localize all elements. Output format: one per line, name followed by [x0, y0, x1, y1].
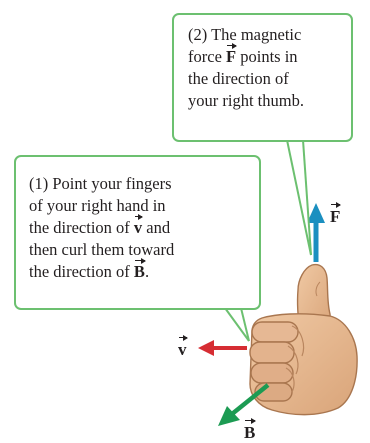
fingers-callout: (1) Point your fingers of your right han… [14, 155, 261, 310]
fingers-callout-line-1: (1) Point your fingers [29, 173, 259, 195]
force-callout-line-2: force F points in [188, 46, 351, 68]
force-label: F [330, 207, 340, 227]
field-vector-symbol-inline: B [134, 264, 145, 281]
magnetic-field-arrow [218, 385, 268, 426]
velocity-label: v [178, 340, 187, 360]
right-hand [250, 265, 357, 415]
force-callout-line-4: your right thumb. [188, 90, 351, 112]
fingers-callout-line-3: the direction of v and [29, 217, 259, 239]
finger-ring [251, 363, 293, 383]
velocity-vector-symbol-inline: v [134, 220, 142, 237]
force-callout-line-2-end: points in [236, 47, 297, 66]
finger-index [252, 322, 298, 342]
force-callout: (2) The magnetic force F points in the d… [172, 13, 353, 142]
finger-middle [250, 342, 294, 363]
point-callout-tail [223, 307, 253, 343]
force-callout-tail [283, 139, 313, 257]
force-callout-line-1: (2) The magnetic [188, 24, 351, 46]
force-callout-line-2-start: force [188, 47, 226, 66]
velocity-label-symbol: v [178, 341, 187, 358]
force-label-symbol: F [330, 208, 340, 225]
force-vector-symbol: F [226, 49, 236, 66]
fingers-callout-line-5: the direction of B. [29, 261, 259, 283]
fingers-callout-line-2: of your right hand in [29, 195, 259, 217]
fingers-callout-line-3-start: the direction of [29, 218, 134, 237]
fingers-callout-line-5-end: . [145, 262, 149, 281]
fingers-callout-line-5-start: the direction of [29, 262, 134, 281]
fingers-callout-line-3-end: and [142, 218, 170, 237]
field-label: B [244, 423, 255, 443]
force-callout-line-3: the direction of [188, 68, 351, 90]
field-label-symbol: B [244, 424, 255, 441]
